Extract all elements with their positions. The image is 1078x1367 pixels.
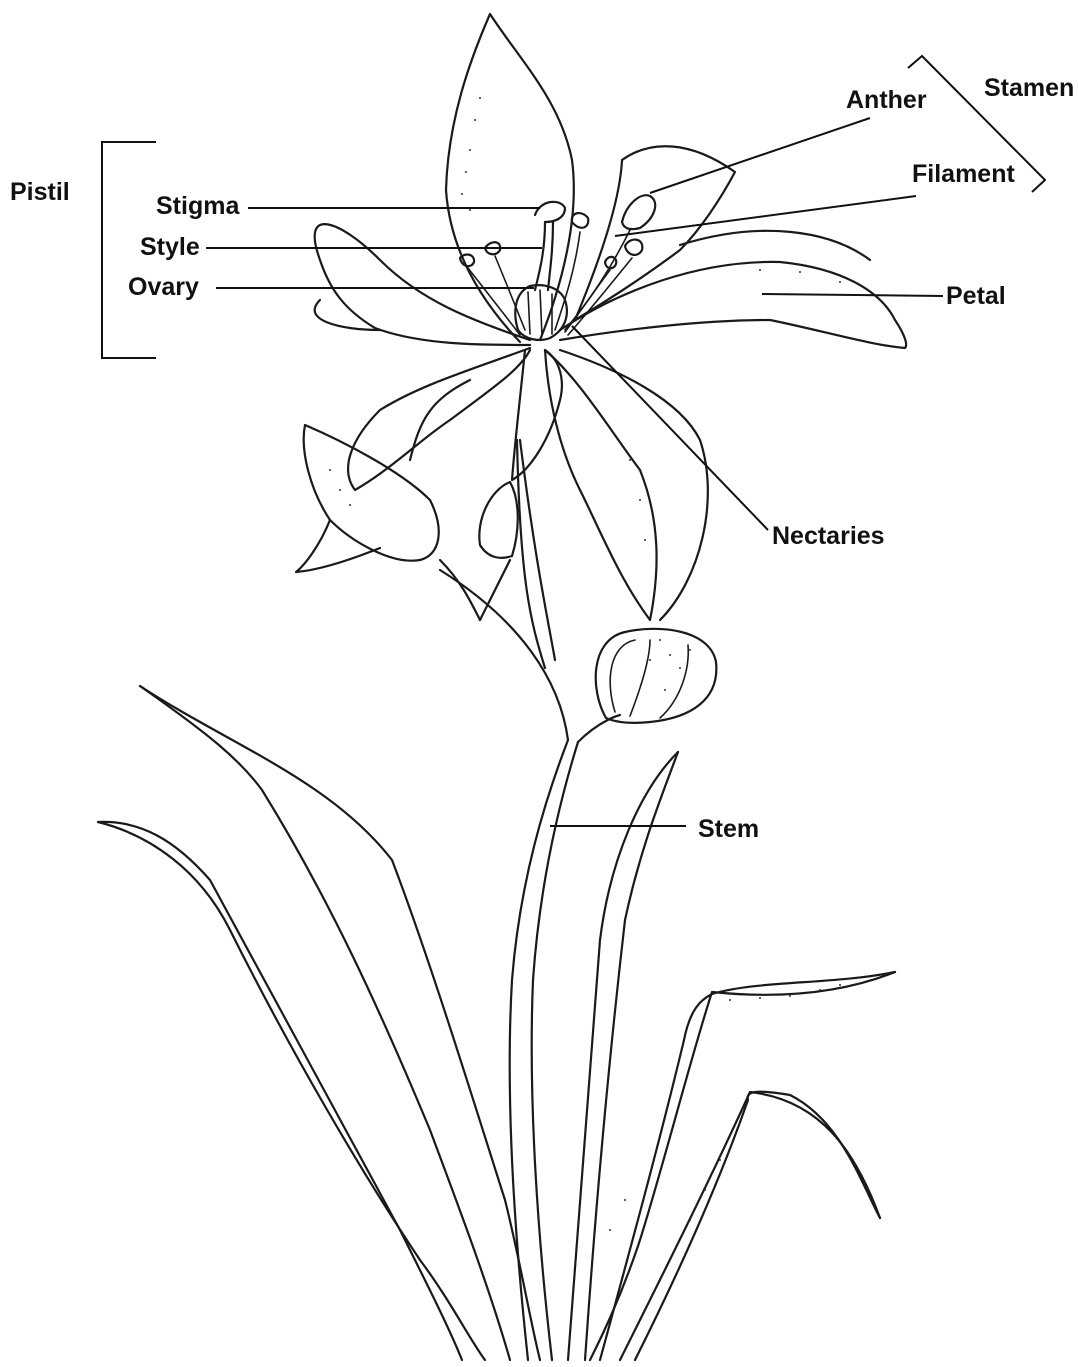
leaves [98, 686, 895, 1360]
label-stem: Stem [698, 815, 759, 843]
nectaries-leader [572, 326, 768, 530]
bud-left [296, 425, 480, 620]
label-petal: Petal [946, 282, 1006, 310]
label-anther: Anther [846, 86, 927, 114]
label-style: Style [140, 233, 200, 261]
bud-right [596, 629, 717, 723]
petal-leader [762, 294, 943, 296]
label-stamen: Stamen [984, 74, 1074, 102]
stippling [329, 97, 841, 1231]
label-pistil: Pistil [10, 178, 70, 206]
labels: Pistil Stigma Style Ovary Anther Stamen … [10, 74, 1074, 843]
label-ovary: Ovary [128, 273, 199, 301]
label-nectaries: Nectaries [772, 522, 885, 550]
stem [440, 440, 620, 1360]
reproductive-parts [460, 195, 655, 340]
bud-middle [479, 482, 517, 620]
anther-leader [650, 118, 870, 193]
label-filament: Filament [912, 160, 1015, 188]
label-stigma: Stigma [156, 192, 240, 220]
